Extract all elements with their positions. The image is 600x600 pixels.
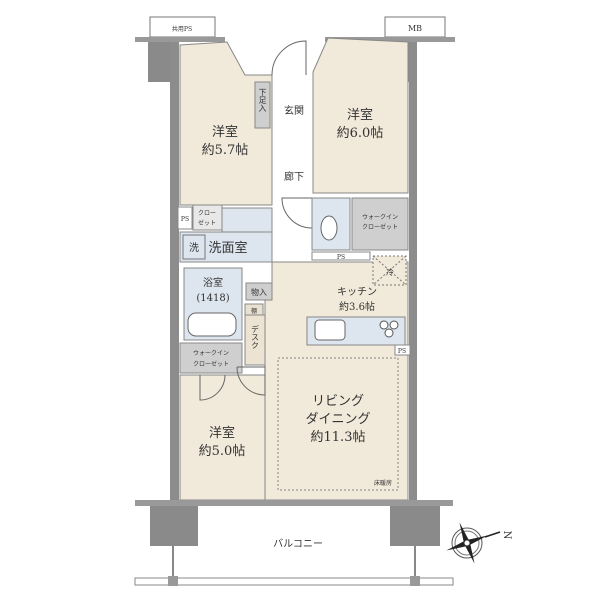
shared-ps-label: 共用PS [172, 25, 192, 33]
mb-label: MB [408, 24, 422, 33]
wall-right [409, 42, 417, 502]
walkin-left-label-2: クローゼット [193, 360, 229, 368]
stove-burner-icon [379, 320, 389, 330]
hallway-label: 廊下 [284, 170, 304, 183]
floor-heating-area [277, 357, 399, 491]
floor-heating-label: 床暖房 [374, 479, 392, 487]
walkin-right-label-2: クローゼット [362, 223, 398, 231]
entrance-label: 玄関 [284, 104, 304, 117]
washroom-label: 洗面室 [208, 240, 247, 256]
bedroom-1-size: 約5.7帖 [202, 143, 249, 158]
ps-label-2: PS [337, 254, 345, 261]
desk-label: デスク [251, 324, 260, 349]
living-line-2: ダイニング [305, 412, 370, 427]
bedroom-1-name: 洋室 [212, 124, 238, 140]
balcony-railing [134, 577, 454, 586]
desk [244, 314, 266, 366]
bath-size: (1418) [196, 293, 229, 304]
bath-name: 浴室 [203, 276, 223, 289]
top-slab-left [135, 37, 225, 42]
toilet-door[interactable] [281, 197, 313, 229]
vanity [221, 207, 273, 234]
bedroom-3 [179, 374, 266, 501]
living-size: 約11.3帖 [311, 430, 366, 445]
wall-left [170, 42, 179, 502]
closet-label-2: ゼット [198, 219, 216, 227]
bedroom-2-name: 洋室 [347, 107, 373, 123]
toilet-icon [320, 215, 338, 241]
walkin-closet-left[interactable] [179, 342, 243, 374]
bedroom-3-door[interactable] [236, 366, 266, 396]
shoe-storage-label: 下足入 [258, 88, 267, 112]
storage-label: 物入 [251, 287, 267, 297]
railing-post [410, 576, 420, 586]
entrance-door[interactable] [271, 40, 307, 76]
north-label: N [501, 531, 512, 540]
pillar-top-left [148, 42, 172, 82]
washer-label: 洗 [189, 242, 199, 254]
shelf-label: 棚 [251, 307, 257, 315]
bedroom-2 [312, 37, 409, 194]
top-slab-right [325, 37, 455, 42]
ps-label-3: PS [398, 348, 406, 355]
kitchen-name: キッチン [337, 286, 377, 298]
kitchen-size: 約3.6帖 [339, 300, 375, 313]
ps-box-3 [394, 344, 411, 356]
ps-box-2 [311, 251, 371, 261]
shoe-storage [254, 81, 271, 129]
sink-icon [314, 319, 346, 341]
railing-post [168, 576, 178, 586]
fridge-label: 冷 [386, 267, 394, 277]
walkin-left-label-1: ウォークイン [193, 349, 229, 357]
pillar-bottom-right [390, 506, 440, 546]
balcony-slab [135, 500, 453, 506]
bathtub-icon [187, 312, 237, 337]
stove-burner-icon [389, 320, 399, 330]
storage[interactable] [245, 282, 273, 301]
living-line-1: リビング [312, 394, 364, 409]
bedroom-3-size: 約5.0帖 [199, 444, 246, 459]
compass-rose-icon [446, 522, 501, 564]
bedroom-3-closet-door[interactable] [199, 374, 226, 401]
walkin-closet-right[interactable] [351, 197, 409, 251]
closet-label-1: クロー [198, 210, 216, 217]
ps-label-1: PS [181, 216, 189, 223]
washer-pan [182, 234, 206, 260]
balcony-label: バルコニー [273, 538, 323, 550]
pillar-bottom-left [150, 506, 198, 546]
bedroom-2-size: 約6.0帖 [337, 126, 384, 141]
bedroom-3-name: 洋室 [209, 425, 235, 441]
walkin-right-label-1: ウォークイン [362, 213, 398, 221]
ps-box-1 [177, 206, 193, 230]
stove-burner-icon [384, 328, 394, 338]
